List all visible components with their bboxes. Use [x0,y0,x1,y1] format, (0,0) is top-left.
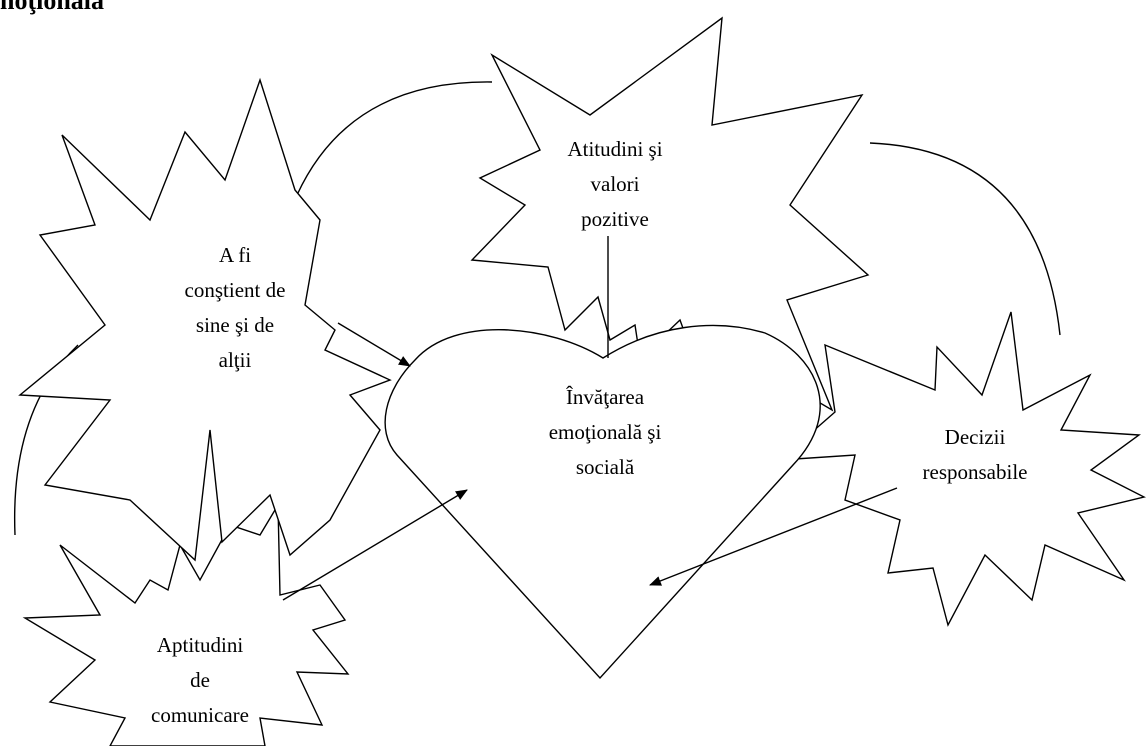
starburst-decisions [777,311,1147,627]
heart-shape [384,324,821,680]
label-center-line-2: emoţională şi [548,420,662,444]
label-center: Învăţarea emoţională şi socială [520,380,690,485]
label-self-line-4: alţii [218,348,252,372]
label-self-line-3: sine şi de [195,313,275,337]
label-communication: Aptitudini de comunicare [135,628,265,733]
starburst-values [470,16,870,412]
arc-top-left [296,81,493,196]
label-center-line-1: Învăţarea [565,385,645,409]
label-values-line-3: pozitive [581,207,649,231]
label-decisions-line-1: Decizii [944,425,1006,449]
starburst-self [18,77,392,562]
label-communication-line-1: Aptitudini [156,633,244,657]
arc-top-right [869,142,1061,336]
label-center-line-3: socială [575,455,635,479]
label-self-line-2: conştient de [184,278,286,302]
label-communication-line-3: comunicare [151,703,249,727]
label-values-line-2: valori [590,172,640,196]
arrow-communication-to-heart [282,489,468,601]
label-self-line-1: A fi [218,243,252,267]
label-decisions-line-2: responsabile [922,460,1028,484]
label-decisions: Decizii responsabile [900,420,1050,490]
page-heading: noţională [0,0,105,15]
arrow-self-to-heart [337,322,411,367]
label-values-line-1: Atitudini şi [567,137,663,161]
arrow-decisions-to-heart [649,487,898,586]
label-communication-line-2: de [190,668,210,692]
label-self: A fi conştient de sine şi de alţii [155,238,315,378]
label-values: Atitudini şi valori pozitive [540,132,690,237]
